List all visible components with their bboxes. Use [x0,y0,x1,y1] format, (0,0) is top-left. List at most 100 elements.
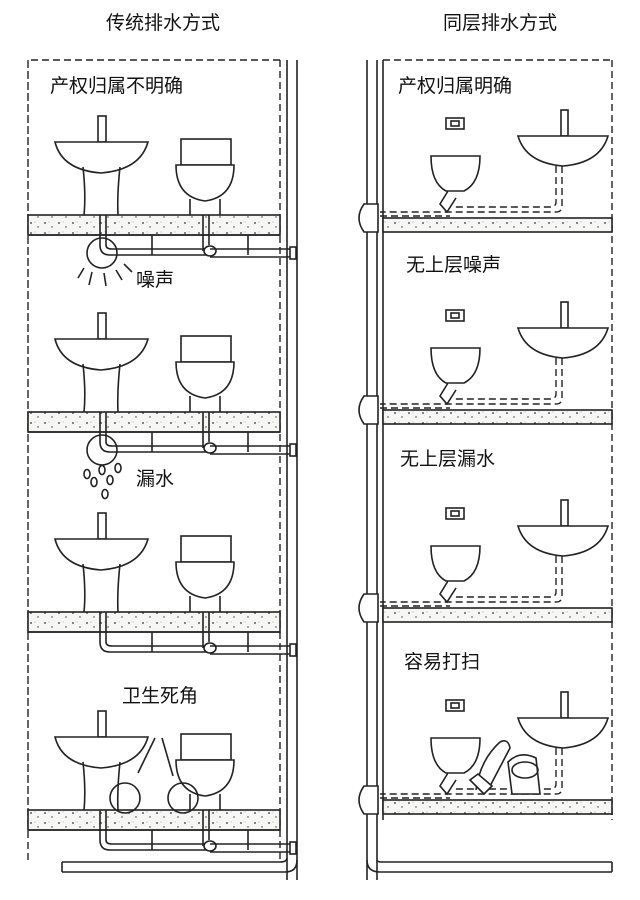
concealed-basin-drain [380,358,563,405]
floor-slab [382,217,613,233]
left-floor-1 [27,115,297,260]
toilet-outlet [439,382,457,406]
concealed-basin-drain-inner [452,556,557,598]
left-floor-3 [27,512,297,657]
faucet-icon [560,691,569,719]
p-trap-fitting [203,840,217,852]
faucet-icon [97,115,107,143]
toilet-tank [180,535,232,563]
collector-fitting [358,785,379,815]
left-building [27,59,298,880]
stack-joint [289,841,297,855]
vacuum-lid [511,761,539,779]
toilet-drain-pipe [202,810,210,846]
wash-basin [53,141,150,174]
toilet-outlet [439,190,457,214]
wash-basin [516,525,610,557]
basin-pedestal [82,363,121,413]
concealed-basin-drain-inner [452,358,557,400]
left-caption-1: 产权归属不明确 [50,75,183,97]
stack-joint [289,246,297,260]
wash-basin [53,736,150,769]
toilet-drain-pipe [202,612,210,648]
floor-slab [27,214,281,236]
p-trap-fitting [203,442,217,454]
basin-drain-pipe [99,412,207,453]
faucet-icon [560,499,569,527]
vacuum-hose [475,740,511,791]
noise-ray [103,272,107,287]
basin-drain-pipe [99,215,207,256]
flush-button-inner [450,702,460,709]
right-floors [358,109,613,815]
floor-slab [27,411,281,433]
p-trap-fitting [203,642,217,654]
water-drop [83,468,91,480]
horizontal-drain [210,248,292,258]
water-drop [90,476,98,488]
water-drop [101,488,109,500]
vacuum-cleaner [468,740,541,796]
noise-circle [86,237,118,269]
right-building [366,59,613,880]
right-caption-2: 无上层噪声 [406,254,501,276]
concealed-basin-drain [380,556,563,603]
collector-fitting [358,203,379,233]
horizontal-drain [210,645,292,655]
flush-button-inner [450,510,460,517]
left-annotation-leak: 漏水 [136,468,174,490]
faucet-icon [97,312,107,340]
concealed-basin-drain [380,748,563,795]
toilet-drain-pipe [202,412,210,448]
floor-slab [27,611,281,633]
p-trap-fitting [203,245,217,257]
wall-hung-toilet [430,737,481,774]
faucet-icon [560,301,569,329]
toilet-tank [180,335,232,363]
basin-pedestal [82,563,121,613]
collector-fitting [358,593,379,623]
flush-button-inner [450,312,460,319]
stack-joint [289,443,297,457]
left-annotation-dead-corner: 卫生死角 [122,685,198,707]
water-drop [114,462,122,474]
noise-ray [88,271,93,286]
noise-indicator [77,237,133,287]
basin-pedestal [82,166,121,216]
noise-ray [77,267,85,279]
wash-basin [516,717,610,749]
toilet-tank [180,138,232,166]
left-title: 传统排水方式 [106,12,220,34]
left-floor-2 [27,312,297,457]
wall-hung-toilet [430,155,481,192]
left-floors [27,115,297,855]
toilet-bowl [175,759,235,797]
arrow [137,737,156,774]
toilet-base [189,794,221,810]
concealed-basin-drain [380,166,563,213]
faucet-icon [97,512,107,540]
collector-fitting [358,395,379,425]
wash-basin [53,338,150,371]
toilet-base [189,199,221,215]
right-caption-1: 产权归属明确 [398,75,512,97]
water-drop [106,474,114,486]
right-caption-3: 无上层漏水 [400,448,495,470]
toilet-tank [180,733,232,761]
faucet-icon [97,710,107,738]
right-main-drain [366,859,612,873]
dead-corner-circle [109,782,141,814]
toilet-bowl [175,361,235,399]
horizontal-drain [210,445,292,455]
noise-ray [123,263,133,273]
left-main-drain [62,857,298,873]
right-caption-4: 容易打扫 [404,651,480,673]
wall-hung-toilet [430,347,481,384]
basin-drain-pipe [99,810,207,851]
flush-button-inner [450,120,460,127]
floor-slab [382,799,613,815]
wash-basin [53,538,150,571]
stack-joint [289,643,297,657]
wash-basin [516,135,610,167]
